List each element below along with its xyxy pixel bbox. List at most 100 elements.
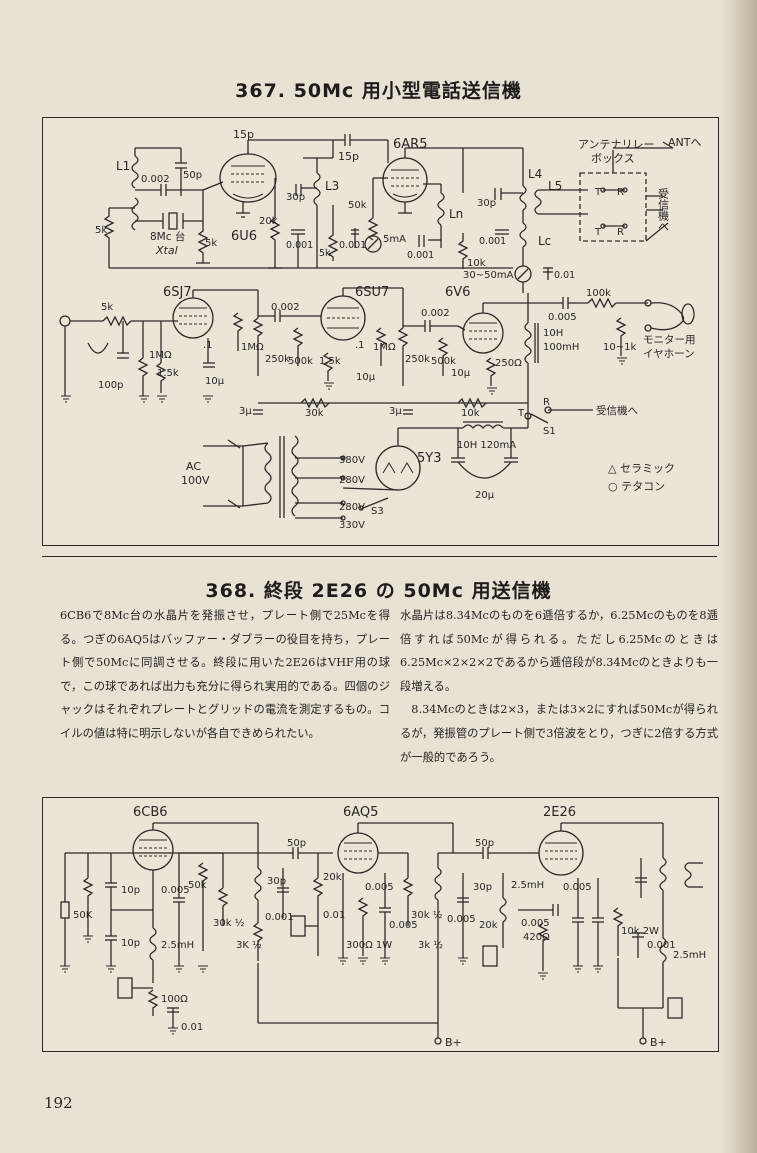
label-L4: L4	[528, 167, 542, 181]
label-300ohm-1w: 300Ω 1W	[346, 940, 392, 951]
label-30p-a: 30p	[267, 876, 286, 887]
label-15p: 15p	[338, 150, 359, 163]
schematic-368-wiring	[60, 822, 703, 1045]
label-250ohm: 250Ω	[495, 358, 522, 369]
label-0005: 0.005	[548, 312, 577, 323]
earphone-plug	[650, 302, 685, 331]
label-20k: 20k	[259, 216, 278, 227]
schematic-368-drawing: 6CB6 6AQ5 2E26 50K 10p 10p 0.005 50k 30k…	[60, 805, 706, 1049]
right-column-text: 水晶片は8.34Mcのものを6逓倍するか，6.25Mcのものを8逓倍すれば50M…	[400, 604, 718, 769]
label-30-50ma: 30~50mA	[463, 270, 514, 281]
label-20u: 20μ	[475, 490, 495, 501]
label-tube-6cb6: 6CB6	[133, 805, 168, 820]
section-367-title: 367. 50Mc 用小型電話送信機	[235, 80, 522, 102]
label-tube-6u6: 6U6	[231, 229, 257, 244]
label-50k-b: 50k	[188, 880, 207, 891]
antenna-link-coil	[684, 862, 692, 888]
label-Lc: Lc	[538, 234, 551, 248]
label-01-a: .1	[203, 340, 213, 351]
label-5ma: 5mA	[383, 234, 406, 245]
label-switch-r: R	[543, 397, 550, 408]
label-100v: 100V	[181, 474, 210, 487]
label-0002-c: 0.002	[421, 308, 450, 319]
schematic-367: 15p 15p 50p 0.002 L1 5k 5k 8Mc 台 Xtal 6U…	[42, 117, 719, 546]
label-10p-b: 10p	[121, 938, 140, 949]
label-0001-d: 0.001	[479, 236, 506, 247]
label-5k-c: 5k	[319, 248, 331, 259]
label-xtal-8mc: 8Mc 台	[150, 230, 185, 243]
label-10k-2w: 10k 2W	[621, 926, 659, 937]
label-0005-f: 0.005	[563, 882, 592, 893]
label-switch-t: T	[517, 408, 525, 419]
label-tube-6ar5: 6AR5	[393, 137, 427, 152]
tube-6AR5	[382, 157, 428, 203]
label-relay-T2: T	[594, 227, 602, 238]
legend-ceramic: △ セラミック	[608, 462, 675, 475]
ground-symbols-368	[60, 935, 603, 1035]
section-368-title: 368. 終段 2E26 の 50Mc 用送信機	[205, 580, 552, 602]
audio-section-wiring	[59, 287, 695, 424]
mic-jack	[59, 315, 71, 327]
label-280v: 280V	[339, 475, 365, 486]
label-20k-a: 20k	[323, 872, 342, 883]
label-0001-c: 0.001	[407, 250, 434, 261]
label-001-b: 0.01	[323, 910, 345, 921]
label-380v: 380V	[339, 455, 365, 466]
label-0002: 0.002	[141, 174, 170, 185]
label-2-5mh-c: 2.5mH	[673, 950, 706, 961]
label-0005-b: 0.005	[365, 882, 394, 893]
label-bplus-2: B+	[650, 1036, 667, 1049]
label-xtal: Xtal	[155, 244, 178, 257]
jack-3	[482, 945, 498, 967]
label-6u6-15p: 15p	[233, 128, 254, 141]
label-0001-b: 0.001	[647, 940, 676, 951]
tube-6V6	[462, 312, 504, 354]
label-1mohm-b: 1MΩ	[241, 342, 264, 353]
schematic-367-drawing: 15p 15p 50p 0.002 L1 5k 5k 8Mc 台 Xtal 6U…	[59, 128, 701, 531]
label-5k-in: 5k	[101, 302, 113, 313]
coil-Ln	[437, 192, 445, 226]
label-bplus-1: B+	[445, 1036, 462, 1049]
tube-6CB6	[132, 829, 174, 871]
label-tube-6v6: 6V6	[445, 285, 470, 300]
label-10u-a: 10μ	[205, 376, 225, 387]
label-switch-s1: S1	[543, 426, 556, 437]
antenna-relay-box	[579, 172, 647, 242]
coil-L4	[519, 185, 527, 211]
label-0001-a: 0.001	[286, 240, 313, 251]
label-tube-5y3: 5Y3	[417, 451, 441, 466]
mic-coil	[87, 342, 109, 354]
label-s3: S3	[371, 506, 384, 517]
label-tube-6su7: 6SU7	[355, 285, 389, 300]
label-30p-b: 30p	[473, 882, 492, 893]
label-L1: L1	[116, 159, 130, 173]
choke-2-5mH-b	[499, 897, 507, 923]
label-L3: L3	[325, 179, 339, 193]
power-transformer-primary	[264, 442, 272, 504]
label-420ohm: 420Ω	[523, 932, 550, 943]
label-250k-b: 250k	[405, 354, 430, 365]
schematic-368: 6CB6 6AQ5 2E26 50K 10p 10p 0.005 50k 30k…	[42, 797, 719, 1052]
tube-6U6	[219, 153, 277, 203]
label-tube-6aq5: 6AQ5	[343, 805, 378, 820]
label-10h-120ma: 10H 120mA	[457, 440, 516, 451]
ground-symbols	[61, 357, 627, 403]
final-tank-coil	[659, 857, 667, 891]
filter-choke-10H-120mA	[462, 424, 504, 430]
coil-L1	[131, 155, 139, 189]
label-001-a: 0.01	[181, 1022, 203, 1033]
label-relay-T1: T	[594, 187, 602, 198]
label-0005-e: 0.005	[521, 918, 550, 929]
xtal-368	[60, 901, 70, 919]
page-number: 192	[44, 1094, 73, 1112]
label-30p-a: 30p	[286, 192, 305, 203]
coil-L5	[534, 189, 542, 215]
label-0005-c: 0.005	[389, 920, 418, 931]
coil-Lc	[519, 222, 527, 248]
page-edge-shadow	[723, 0, 757, 1153]
label-50p-b: 50p	[475, 838, 494, 849]
label-500k-a: 500k	[288, 356, 313, 367]
label-100ohm: 100Ω	[161, 994, 188, 1005]
label-30k-half-a: 30k ½	[213, 917, 245, 929]
section-divider	[42, 556, 717, 557]
